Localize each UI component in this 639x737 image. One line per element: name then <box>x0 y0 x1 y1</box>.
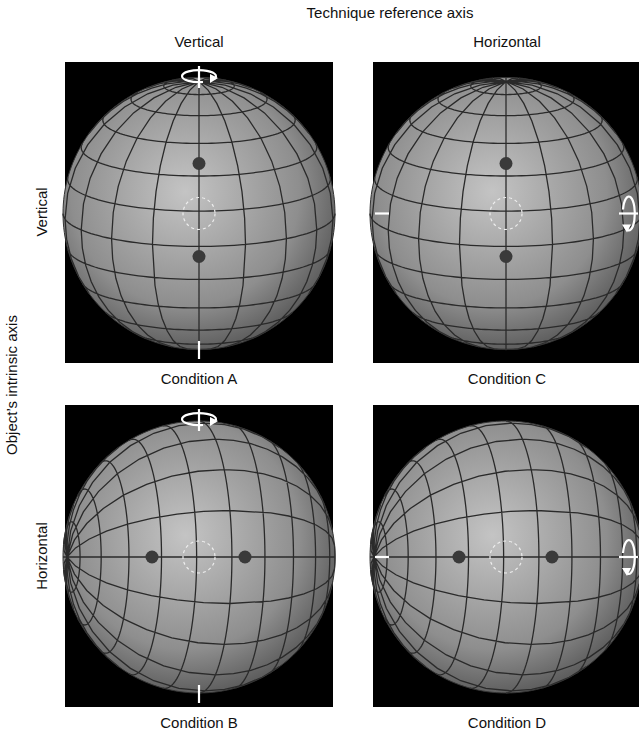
sphere-outline <box>63 421 335 693</box>
fixation-circle <box>183 541 215 573</box>
axis-title: Technique reference axis <box>307 5 474 22</box>
sphere <box>63 421 335 693</box>
sphere-panel <box>370 62 639 363</box>
rotation-axis <box>182 409 216 703</box>
sphere <box>370 78 639 350</box>
marker-dot <box>500 250 513 263</box>
sphere-grid <box>63 78 335 350</box>
sphere <box>63 78 335 350</box>
sphere-grid <box>370 78 639 350</box>
sphere-outline <box>370 78 639 350</box>
sphere-outline <box>63 78 335 350</box>
sphere-panel <box>63 62 335 363</box>
condition-label: Condition D <box>468 715 546 732</box>
column-header: Vertical <box>174 34 223 51</box>
marker-dot <box>193 157 206 170</box>
sphere <box>370 421 639 693</box>
arrow-head <box>210 74 218 83</box>
sphere-outline <box>370 421 639 693</box>
fixation-circle <box>183 198 215 230</box>
marker-dot <box>146 551 159 564</box>
axis-title: Object’s intrinsic axis <box>4 315 21 455</box>
marker-dot <box>193 250 206 263</box>
fixation-circle <box>490 541 522 573</box>
marker-dot <box>546 551 559 564</box>
fixation-circle <box>490 198 522 230</box>
sphere-panel <box>370 405 639 707</box>
arrow-head <box>622 225 631 233</box>
marker-dot <box>500 157 513 170</box>
marker-dot <box>239 551 252 564</box>
arrow-head <box>622 568 631 576</box>
rotation-axis <box>182 66 216 359</box>
condition-label: Condition C <box>468 371 546 388</box>
sphere-panel <box>63 405 335 707</box>
rotation-axis <box>375 540 638 574</box>
row-header: Horizontal <box>34 522 51 590</box>
row-header: Vertical <box>34 187 51 236</box>
marker-dot <box>453 551 466 564</box>
sphere-grid <box>63 421 335 693</box>
column-header: Horizontal <box>473 34 541 51</box>
rotation-axis <box>375 197 638 231</box>
condition-label: Condition B <box>160 715 238 732</box>
arrow-head <box>210 417 218 426</box>
sphere-grid <box>370 421 639 693</box>
condition-label: Condition A <box>161 371 238 388</box>
